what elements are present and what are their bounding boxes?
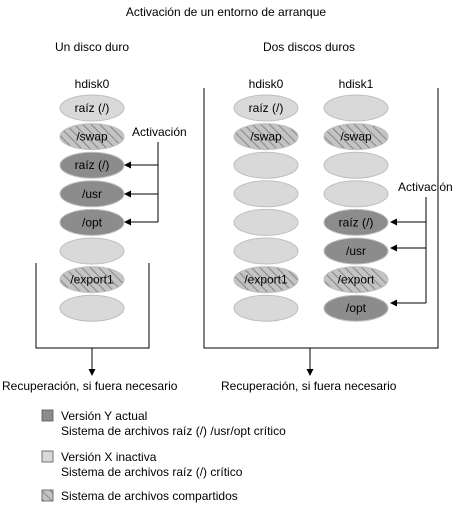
disk-slice: raíz (/)	[323, 208, 389, 236]
disk-slice: raíz (/)	[233, 94, 299, 122]
legend-line2: Sistema de archivos raíz (/) /usr/opt cr…	[61, 424, 286, 438]
legend-line1: Versión Y actual	[61, 409, 147, 423]
slice-label: /export1	[70, 273, 114, 287]
disk-slice: /swap	[59, 123, 125, 151]
slice-label: /opt	[82, 215, 103, 229]
slice-shape	[323, 94, 389, 122]
right-recovery-label: Recuperación, si fuera necesario	[221, 379, 397, 393]
slice-shape	[233, 237, 299, 265]
legend-line1: Versión X inactiva	[61, 450, 157, 464]
right-disk1-label: hdisk1	[339, 77, 374, 91]
disk-slice: /usr	[59, 180, 125, 208]
slice-shape	[59, 151, 125, 179]
slice-shape	[233, 180, 299, 208]
disk-slice: /opt	[323, 294, 389, 322]
disk-slice: /usr	[323, 237, 389, 265]
right-activation-arrows	[393, 197, 427, 304]
slice-shape	[59, 123, 125, 151]
legend-line2: Sistema de archivos raíz (/) crítico	[61, 465, 243, 479]
disk-slice: raíz (/)	[59, 94, 125, 122]
slice-shape	[323, 266, 389, 294]
slice-shape	[323, 294, 389, 322]
slice-shape	[323, 151, 389, 179]
slice-shape	[233, 294, 299, 322]
left-activation-label: Activación	[132, 125, 187, 139]
left-heading: Un disco duro	[55, 40, 129, 54]
disk-slice	[233, 294, 299, 322]
slice-label: raíz (/)	[339, 215, 374, 229]
left-disk-label: hdisk0	[75, 77, 110, 91]
legend-swatch	[41, 450, 54, 463]
right-disk0-label: hdisk0	[249, 77, 284, 91]
slice-label: /swap	[340, 130, 372, 144]
left-recovery-label: Recuperación, si fuera necesario	[2, 379, 178, 393]
slice-shape	[233, 151, 299, 179]
legend-swatch	[41, 489, 54, 502]
slice-shape	[59, 294, 125, 322]
disk-slice	[323, 151, 389, 179]
left-recovery-bracket	[35, 263, 150, 372]
slice-shape	[323, 123, 389, 151]
left-recovery-arrowhead	[88, 369, 96, 376]
slice-label: /usr	[346, 244, 366, 258]
disk-slice	[233, 151, 299, 179]
slice-shape	[59, 208, 125, 236]
right-hdisk0-stack: raíz (/) /swap/export1	[233, 94, 299, 322]
legend-swatch	[41, 409, 54, 422]
right-heading: Dos discos duros	[263, 40, 355, 54]
left-hdisk0-stack: raíz (/) /swap raíz (/) /usr/opt/export1	[59, 94, 125, 322]
disk-slice: /opt	[59, 208, 125, 236]
slice-shape	[233, 208, 299, 236]
disk-slice: /swap	[233, 123, 299, 151]
slice-label: raíz (/)	[249, 101, 284, 115]
slice-label: /opt	[346, 301, 367, 315]
slice-shape	[59, 237, 125, 265]
right-recovery-arrowhead	[306, 369, 314, 376]
slice-label: /export1	[244, 273, 288, 287]
slice-shape	[323, 180, 389, 208]
right-recovery-bracket	[203, 88, 439, 372]
slice-label: /usr	[82, 187, 102, 201]
left-activation-arrows	[127, 142, 159, 223]
disk-slice: /swap	[323, 123, 389, 151]
legend-item: Sistema de archivos compartidos	[41, 489, 238, 503]
legend-line1: Sistema de archivos compartidos	[61, 489, 238, 503]
slice-shape	[233, 94, 299, 122]
disk-slice: /export	[323, 266, 389, 294]
disk-slice	[59, 237, 125, 265]
disk-slice	[59, 294, 125, 322]
slice-shape	[323, 237, 389, 265]
slice-shape	[59, 94, 125, 122]
slice-shape	[233, 266, 299, 294]
slice-label: /swap	[76, 130, 108, 144]
disk-slice	[233, 237, 299, 265]
disk-slice	[233, 180, 299, 208]
slice-shape	[59, 266, 125, 294]
slice-label: /export	[338, 273, 375, 287]
diagram-title: Activación de un entorno de arranque	[126, 5, 326, 19]
slice-shape	[233, 123, 299, 151]
left-activation-arrowheads	[124, 161, 131, 226]
slice-label: raíz (/)	[75, 158, 110, 172]
right-hdisk1-stack: /swap raíz (/) /usr/export/opt	[323, 94, 389, 322]
disk-slice	[323, 94, 389, 122]
right-activation-label: Activación	[398, 180, 453, 194]
slice-shape	[323, 208, 389, 236]
disk-slice	[323, 180, 389, 208]
slice-label: raíz (/)	[75, 101, 110, 115]
disk-slice: raíz (/)	[59, 151, 125, 179]
disk-slice	[233, 208, 299, 236]
disk-slice: /export1	[59, 266, 125, 294]
right-activation-arrowheads	[390, 218, 397, 307]
disk-slice: /export1	[233, 266, 299, 294]
slice-label: /swap	[250, 130, 282, 144]
slice-shape	[59, 180, 125, 208]
